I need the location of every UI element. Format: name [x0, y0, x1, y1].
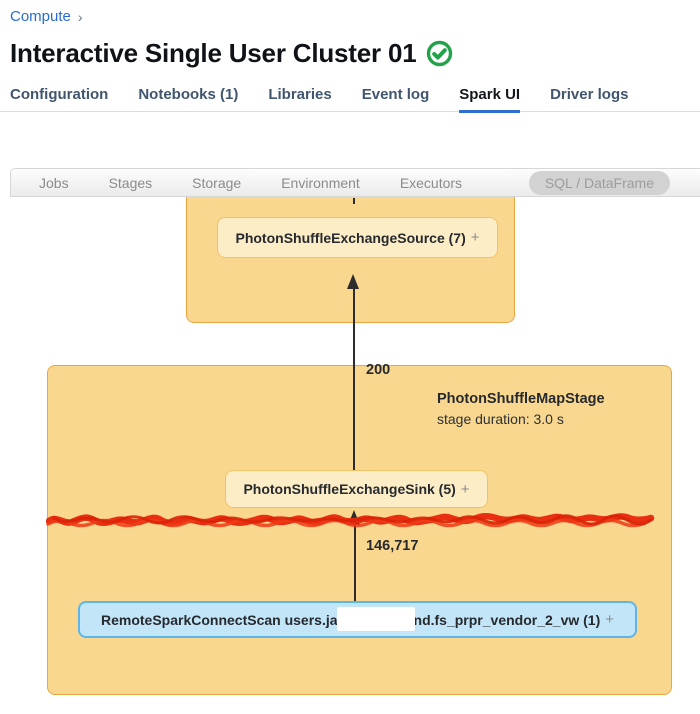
spark-tab-sql-dataframe[interactable]: SQL / DataFrame [528, 170, 670, 195]
stage-meta: PhotonShuffleMapStage stage duration: 3.… [437, 391, 605, 427]
edge-row-count: 146,717 [366, 538, 419, 554]
photon-shuffle-exchange-sink-node[interactable]: PhotonShuffleExchangeSink (5) + [225, 470, 488, 508]
tab-notebooks[interactable]: Notebooks (1) [138, 86, 239, 103]
photon-shuffle-exchange-source-node[interactable]: PhotonShuffleExchangeSource (7) + [217, 217, 498, 258]
edge-sink-to-source [353, 288, 355, 470]
stage-duration: stage duration: 3.0 s [437, 411, 564, 427]
node-label-prefix: RemoteSparkConnectScan users.ja [100, 611, 338, 628]
photon-shuffle-map-stage-box [47, 365, 672, 695]
spark-ui-tab-bar: Jobs Stages Storage Environment Executor… [10, 168, 700, 197]
upward-edge-stub [353, 198, 355, 204]
cluster-tabs: Configuration Notebooks (1) Libraries Ev… [0, 86, 700, 113]
arrow-up-icon [348, 510, 360, 525]
node-label: PhotonShuffleExchangeSink (5) [243, 481, 456, 497]
expand-plus-icon[interactable]: + [460, 480, 470, 498]
edge-scan-to-sink [354, 524, 356, 601]
tab-spark-ui[interactable]: Spark UI [459, 86, 521, 113]
expand-plus-icon[interactable]: + [605, 611, 615, 628]
edge-row-count: 200 [366, 362, 391, 378]
spark-tab-storage[interactable]: Storage [192, 174, 242, 191]
spark-tab-environment[interactable]: Environment [281, 174, 360, 191]
tab-libraries[interactable]: Libraries [268, 86, 332, 103]
tab-driver-logs[interactable]: Driver logs [550, 86, 629, 103]
breadcrumb-compute-link[interactable]: Compute [10, 8, 71, 25]
page-title: Interactive Single User Cluster 01 [10, 38, 417, 68]
tab-configuration[interactable]: Configuration [10, 86, 109, 103]
title-row: Interactive Single User Cluster 01 [10, 38, 453, 69]
remote-spark-connect-scan-node[interactable]: RemoteSparkConnectScan users.ja nd.fs_prp… [78, 601, 637, 638]
spark-tab-stages[interactable]: Stages [108, 174, 153, 191]
node-label-suffix: nd.fs_prpr_vendor_2_vw (1) [413, 611, 601, 628]
tab-event-log[interactable]: Event log [361, 86, 430, 103]
breadcrumb-chevron-icon: › [77, 8, 83, 25]
redaction-box [336, 606, 415, 631]
breadcrumb: Compute › [10, 8, 83, 25]
spark-tab-jobs[interactable]: Jobs [39, 174, 69, 191]
expand-plus-icon[interactable]: + [470, 229, 480, 246]
stage-name: PhotonShuffleMapStage [437, 391, 605, 407]
check-circle-icon [427, 40, 453, 67]
arrow-up-icon [347, 274, 359, 289]
spark-tab-executors[interactable]: Executors [399, 174, 463, 191]
node-label: PhotonShuffleExchangeSource (7) [235, 229, 466, 246]
